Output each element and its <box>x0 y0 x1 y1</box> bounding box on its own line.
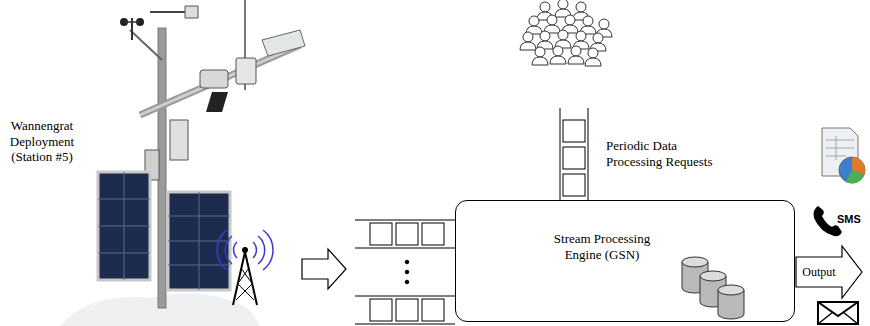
database-icon <box>682 257 744 319</box>
station-label: Wannengrat Deployment (Station #5) <box>2 118 82 165</box>
weather-station <box>60 0 305 326</box>
sms-label: SMS <box>837 213 869 226</box>
input-arrow <box>302 249 346 289</box>
request-queue <box>560 108 588 200</box>
requests-label: Periodic Data Processing Requests <box>606 138 736 169</box>
node-text: Stream Processing Engine (GSN) <box>544 231 660 262</box>
engine-box: Stream Processing Engine (GSN) <box>455 200 795 322</box>
output-arrow <box>796 246 862 298</box>
input-queues <box>355 220 455 324</box>
report-icon <box>822 128 865 183</box>
user-crowd <box>520 0 612 66</box>
antenna-tower <box>217 230 273 305</box>
output-label: Output <box>796 265 842 279</box>
envelope-icon <box>818 302 858 324</box>
solar-panel <box>98 172 150 280</box>
solar-panel <box>168 192 230 290</box>
